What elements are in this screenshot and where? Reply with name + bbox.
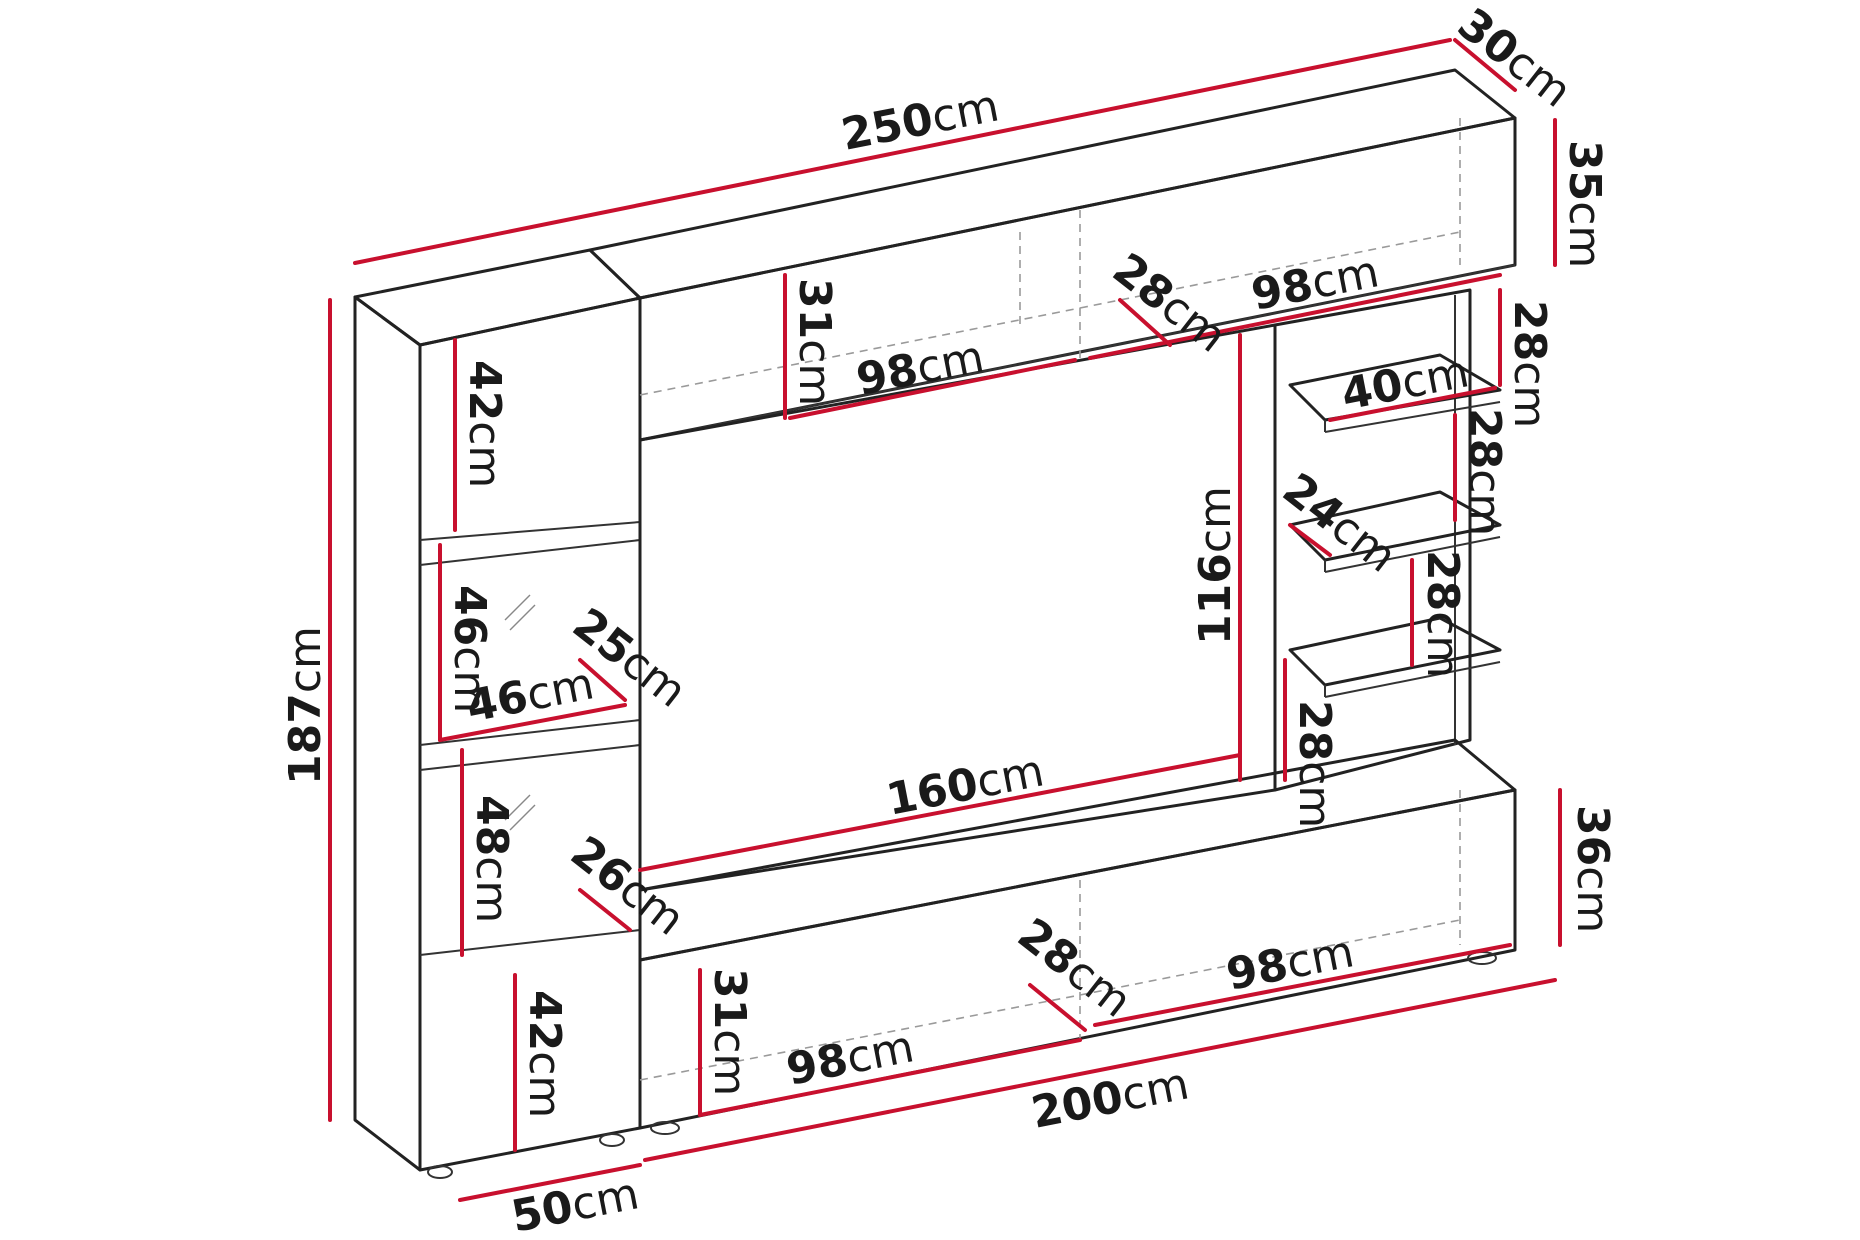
label-tv-bench-height: 36cm — [1567, 805, 1618, 933]
label-left-cabinet-glass-width: 46cm — [462, 658, 598, 733]
tv-bench-front — [638, 788, 1517, 1130]
left-cabinet-shelf-2 — [419, 719, 641, 746]
dimension-labels: 250cm 30cm 35cm 187cm 31cm 98cm 28cm 98c… — [280, 0, 1618, 1240]
foot-1 — [427, 1165, 453, 1179]
label-left-cabinet-lower-glass-height: 48cm — [466, 795, 517, 923]
foot-3 — [650, 1121, 680, 1135]
left-cabinet-top — [353, 248, 642, 347]
left-cabinet-shelf-1 — [419, 521, 641, 541]
dim-line-26 — [578, 888, 632, 932]
dim-line-25 — [578, 658, 627, 702]
label-tv-bench-compartment-height: 31cm — [704, 968, 755, 1096]
left-cabinet-shelf-1b — [419, 539, 641, 566]
side-shelf-2 — [1288, 490, 1502, 562]
label-side-shelf-width: 40cm — [1337, 346, 1473, 421]
tv-bench-hidden-2 — [1079, 919, 1461, 996]
dim-line-28-bench — [1028, 983, 1087, 1032]
side-shelf-3 — [1288, 616, 1502, 687]
dim-line-40 — [1328, 386, 1497, 422]
dim-line-28-top — [1118, 298, 1172, 347]
side-shelf-3-edge-b — [1324, 661, 1501, 698]
side-shelf-1 — [1288, 353, 1502, 422]
label-tv-opening-height: 116cm — [1190, 486, 1241, 645]
glass-reflection-2 — [504, 794, 531, 821]
label-total-height: 187cm — [280, 626, 331, 785]
label-side-shelf-height-top: 28cm — [1504, 300, 1555, 428]
dim-line-30 — [1453, 38, 1517, 92]
label-top-compartment-left-width: 98cm — [852, 331, 988, 406]
label-top-compartment-right-width: 98cm — [1247, 246, 1383, 321]
dim-line-250 — [353, 38, 1452, 265]
tv-bench-top — [638, 738, 1517, 962]
label-tv-bench-right-width: 98cm — [1222, 926, 1358, 1001]
glass-reflection-1b — [509, 604, 536, 631]
label-total-depth: 30cm — [1448, 0, 1580, 118]
dim-line-200 — [643, 978, 1557, 1162]
top-bridge-hidden-1 — [639, 307, 1081, 396]
label-left-cabinet-bottom-height: 42cm — [519, 990, 570, 1118]
tv-bench-hidden-1 — [639, 994, 1081, 1081]
label-top-shelf-height: 35cm — [1559, 140, 1610, 268]
label-top-compartment-height: 31cm — [789, 278, 840, 406]
label-tv-bench-depth: 28cm — [1008, 908, 1140, 1027]
dim-line-46-width — [438, 703, 627, 742]
left-cabinet-side — [353, 295, 422, 1172]
dimension-lines — [328, 38, 1562, 1202]
left-cabinet-shelf-3 — [419, 929, 641, 956]
top-bridge-hidden-2 — [1079, 231, 1461, 309]
label-side-shelf-height-bottom: 28cm — [1289, 700, 1340, 828]
dim-line-160 — [638, 753, 1242, 872]
dim-line-98-top-right — [1088, 273, 1502, 360]
side-shelf-1-edge-b — [1324, 401, 1501, 433]
dim-line-24 — [1288, 523, 1332, 557]
dim-line-98-bench-left — [698, 1038, 1082, 1117]
side-shelf-2-edge-b — [1324, 536, 1501, 573]
label-tv-opening-width: 160cm — [882, 745, 1048, 825]
foot-2 — [599, 1133, 625, 1147]
label-tv-bench-left-width: 98cm — [782, 1021, 918, 1096]
dim-line-98-bench-right — [1093, 943, 1512, 1027]
label-left-cabinet-width: 50cm — [507, 1168, 643, 1240]
right-column — [1273, 288, 1472, 792]
label-tv-bench-width: 200cm — [1027, 1058, 1193, 1138]
left-cabinet-shelf-2b — [419, 744, 641, 771]
label-left-cabinet-glass-height: 46cm — [444, 585, 495, 713]
label-side-shelf-height-mid: 28cm — [1459, 408, 1510, 536]
label-left-cabinet-top-height: 42cm — [459, 360, 510, 488]
glass-reflection-1 — [504, 594, 531, 621]
label-side-shelf-height-low: 28cm — [1417, 550, 1468, 678]
dim-line-50 — [458, 1163, 642, 1202]
dim-line-98-top-left — [788, 358, 1077, 420]
top-bridge-bottom — [639, 264, 1516, 441]
glass-reflection-2b — [509, 804, 536, 831]
label-total-width: 250cm — [837, 80, 1003, 160]
